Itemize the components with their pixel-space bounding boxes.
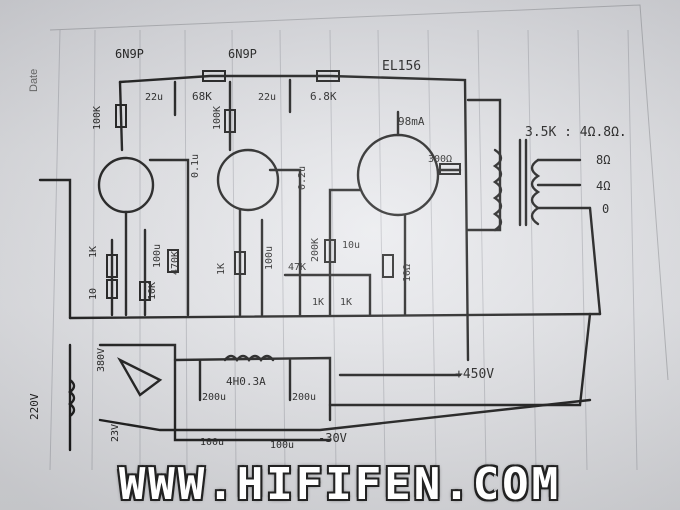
res-k3-label: 10Ω — [402, 264, 413, 282]
ruled-lines — [49, 29, 638, 471]
cap-b1-label: 100u — [200, 437, 224, 448]
res-plate1-label: 100K — [92, 106, 103, 130]
res-k1b-label: 10 — [88, 288, 99, 300]
res-k2-label: 1K — [216, 263, 227, 275]
ot-ratio-label: 3.5K : 4Ω.8Ω. — [525, 125, 627, 140]
bias-label: -30V — [318, 431, 347, 445]
cap-k2-label: 100u — [264, 246, 275, 270]
cap-couple2-label: 0.2u — [297, 166, 308, 190]
res-dec1-label: 68K — [192, 90, 212, 103]
tube-v2-label: 6N9P — [228, 47, 257, 61]
cap-b2-label: 100u — [270, 440, 294, 451]
pt-bias-label: 23V — [110, 424, 121, 442]
res-k1-label: 1K — [88, 246, 99, 258]
tap-4-label: 4Ω — [596, 179, 610, 193]
res-g3-label: 200K — [310, 238, 321, 262]
choke-label: 4H0.3A — [226, 375, 266, 388]
tube-v1-label: 6N9P — [115, 47, 144, 61]
tube-output-label: EL156 — [382, 59, 421, 74]
tap-0-label: 0 — [602, 202, 609, 216]
b-plus-label: +450V — [455, 367, 494, 382]
tap-8-label: 8Ω — [596, 153, 610, 167]
res-plate2-label: 100K — [212, 106, 223, 130]
cap-f2-label: 200u — [292, 392, 316, 403]
pot2-label: 1K — [340, 297, 352, 308]
resistors — [106, 70, 461, 301]
schematic-wiring — [38, 74, 602, 452]
pot1-label: 1K — [312, 297, 324, 308]
schematic-labels: 6N9P 6N9P EL156 22u 68K 22u 6.8K 100K 10… — [28, 47, 627, 451]
res-dec2-label: 6.8K — [310, 90, 337, 103]
watermark-text: WWW.HIFIFEN.COM — [118, 458, 562, 510]
cap-f1-label: 200u — [202, 392, 226, 403]
res-g3b-label: 47K — [288, 262, 306, 273]
res-g2-label: 300Ω — [428, 154, 452, 165]
res-fb-label: 470K — [170, 251, 181, 275]
plate-current-label: 98mA — [398, 115, 425, 128]
cap-couple1-label: 0.1u — [190, 154, 201, 178]
mains-label: 220V — [28, 393, 41, 420]
cap-k3-label: 10u — [342, 240, 360, 251]
cap-dec2-label: 22u — [258, 92, 276, 103]
res-f1-label: 10K — [147, 282, 158, 300]
pt-hv-label: 380V — [96, 348, 107, 372]
cap-k1-label: 100u — [152, 244, 163, 268]
cap-dec1-label: 22u — [145, 92, 163, 103]
